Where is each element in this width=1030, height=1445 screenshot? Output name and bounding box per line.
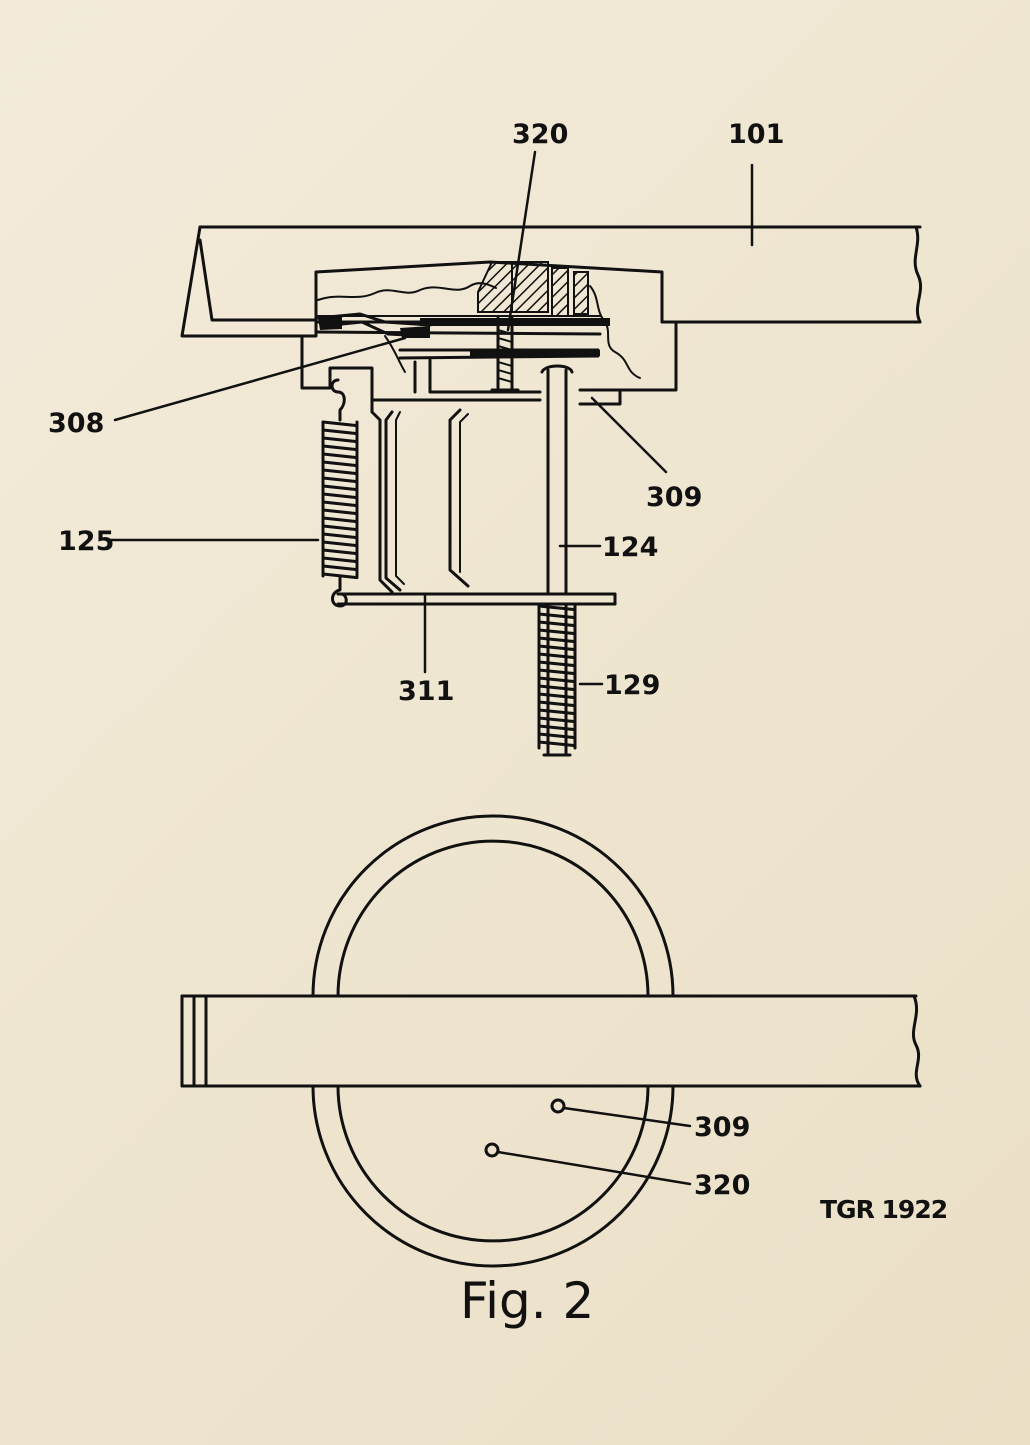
outer-ring (311, 814, 675, 1268)
spring-hook-bottom (331, 576, 348, 608)
hatched-block (477, 261, 589, 392)
housing (300, 260, 678, 414)
drawing-code: TGR 1922 (820, 1195, 947, 1224)
label-125: 125 (58, 526, 114, 557)
leader-309-bottom (562, 1106, 692, 1128)
leader-lines-top (108, 150, 754, 686)
hole-309 (550, 1098, 566, 1114)
figure-title: Fig. 2 (460, 1272, 594, 1330)
leader-320-bottom (496, 1150, 692, 1186)
label-309-top: 309 (646, 482, 702, 513)
inner-ring (336, 839, 650, 1243)
hole-320 (484, 1142, 500, 1158)
label-308: 308 (48, 408, 104, 439)
bracket-311 (370, 408, 470, 594)
beam-bar (180, 994, 922, 1088)
spring-hook-top (330, 378, 346, 422)
plan-view: 309 320 (180, 814, 922, 1268)
spring-125 (321, 420, 359, 580)
label-311: 311 (398, 676, 454, 707)
label-309-bottom: 309 (694, 1112, 750, 1143)
beam-101 (180, 225, 923, 338)
spring-129 (537, 604, 577, 750)
bottom-rod (336, 592, 617, 606)
label-101: 101 (728, 119, 784, 150)
label-129: 129 (604, 670, 660, 701)
label-320-top: 320 (512, 119, 568, 150)
lever-308 (316, 312, 432, 338)
section-view: 320 101 308 309 125 124 311 129 (48, 119, 923, 757)
label-124: 124 (602, 532, 658, 563)
label-320-bottom: 320 (694, 1170, 750, 1201)
